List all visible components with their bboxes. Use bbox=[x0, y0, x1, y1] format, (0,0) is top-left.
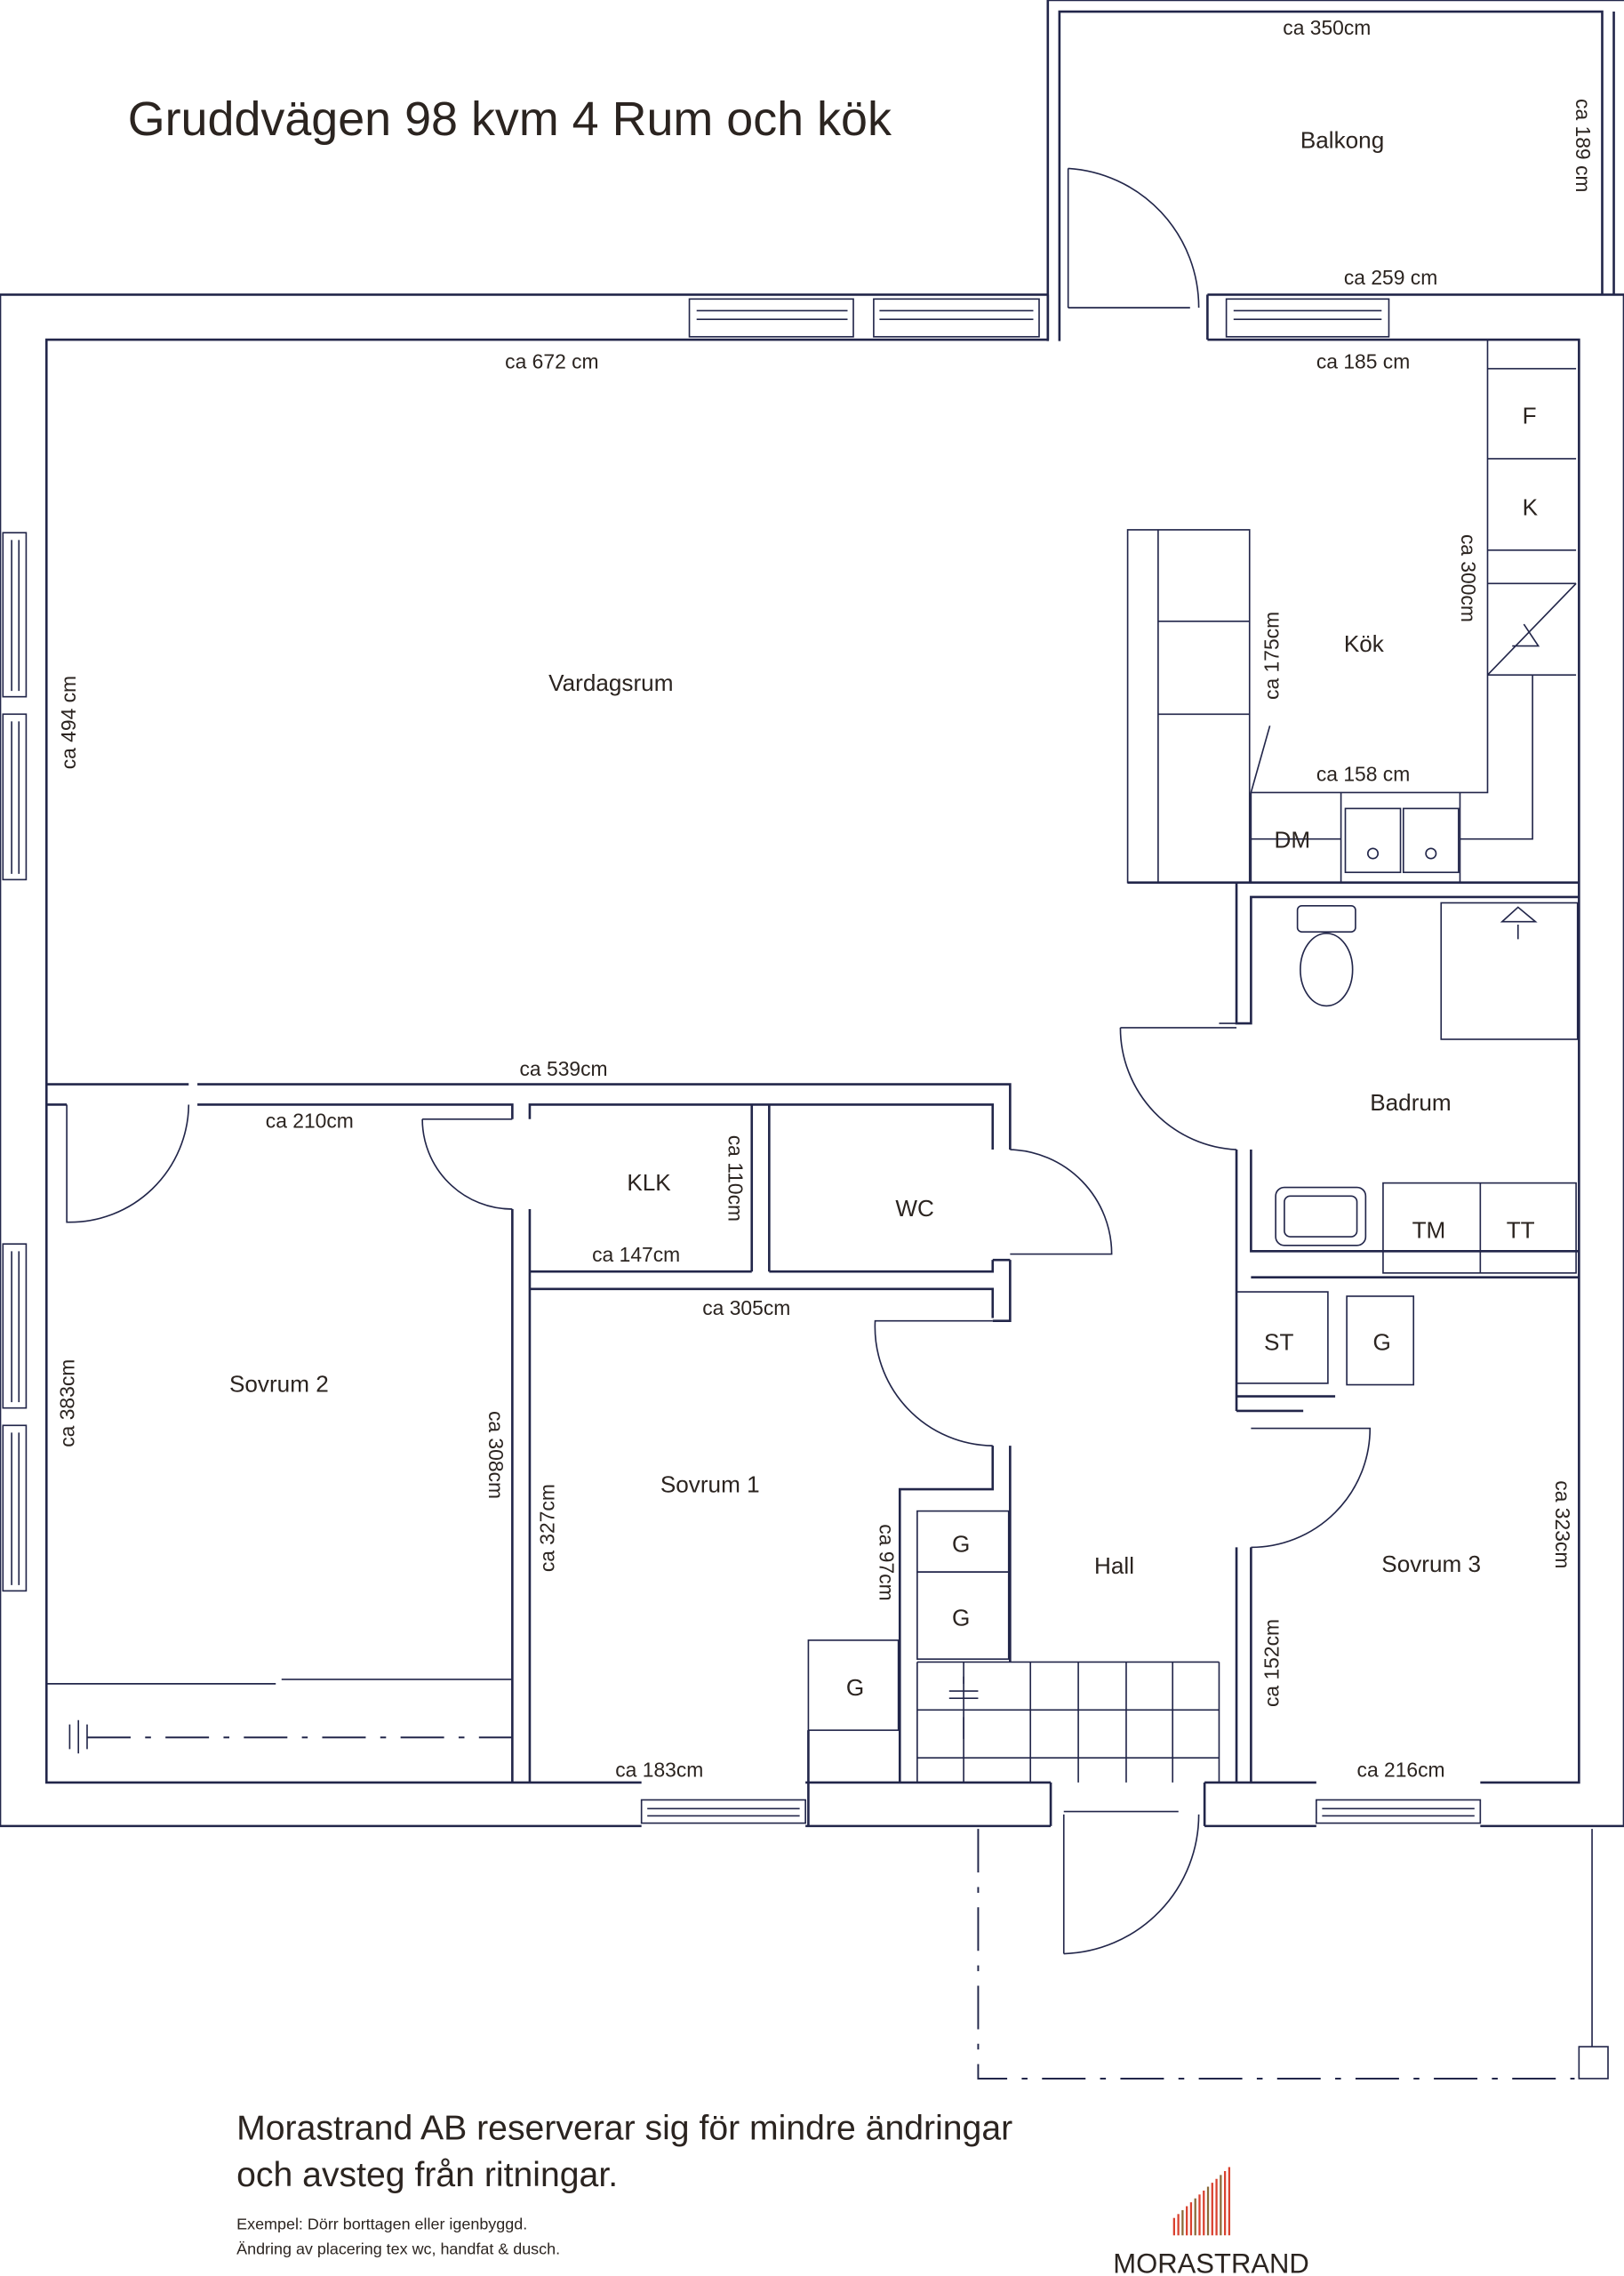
room-kok: Kök bbox=[1344, 630, 1385, 657]
fixture-g: G bbox=[952, 1605, 970, 1631]
dim-label: ca 300cm bbox=[1457, 534, 1480, 622]
entrance bbox=[977, 1810, 1609, 2080]
bathroom bbox=[1119, 881, 1580, 1413]
disclaimer-line2: och avsteg från ritningar. bbox=[236, 2156, 618, 2194]
dim-label: ca 189 cm bbox=[1572, 99, 1595, 192]
fixture-tt: TT bbox=[1507, 1217, 1535, 1244]
room-hall: Hall bbox=[1094, 1552, 1134, 1579]
dim-label: ca 183cm bbox=[615, 1758, 703, 1781]
interior-walls bbox=[46, 1083, 1372, 1826]
disclaimer-line1: Morastrand AB reserverar sig för mindre … bbox=[236, 2110, 1012, 2148]
fixture-g: G bbox=[846, 1674, 864, 1701]
dim-label: ca 327cm bbox=[536, 1484, 559, 1572]
example-line2: Ändring av placering tex wc, handfat & d… bbox=[236, 2240, 560, 2258]
room-sovrum1: Sovrum 1 bbox=[660, 1471, 760, 1497]
dim-label: ca 672 cm bbox=[505, 350, 598, 373]
dim-label: ca 216cm bbox=[1357, 1758, 1445, 1781]
dim-label: ca 152cm bbox=[1260, 1619, 1283, 1707]
logo-text: MORASTRAND bbox=[1113, 2248, 1309, 2276]
example-line1: Exempel: Dörr borttagen eller igenbyggd. bbox=[236, 2216, 527, 2233]
room-labels: Balkong Vardagsrum Kök Badrum KLK WC Sov… bbox=[229, 127, 1539, 1701]
fixture-tm: TM bbox=[1412, 1217, 1446, 1244]
dim-label: ca 494 cm bbox=[57, 676, 80, 769]
dim-label: ca 147cm bbox=[592, 1243, 680, 1266]
morastrand-logo bbox=[1172, 2167, 1231, 2236]
kitchen bbox=[1126, 340, 1577, 884]
fixture-k: K bbox=[1523, 494, 1539, 521]
windows bbox=[2, 298, 1482, 1824]
balcony bbox=[1046, 0, 1624, 341]
fixture-dm: DM bbox=[1275, 826, 1311, 853]
dim-label: ca 158 cm bbox=[1316, 762, 1410, 785]
fixture-g: G bbox=[1373, 1328, 1391, 1355]
dim-label: ca 350cm bbox=[1283, 16, 1371, 39]
dim-label: ca 383cm bbox=[55, 1359, 78, 1447]
room-sovrum2: Sovrum 2 bbox=[229, 1371, 329, 1398]
balcony-door bbox=[1067, 167, 1200, 309]
dim-label: ca 323cm bbox=[1551, 1480, 1574, 1568]
fixture-f: F bbox=[1523, 403, 1537, 429]
fixture-g: G bbox=[952, 1530, 970, 1557]
dim-label: ca 539cm bbox=[520, 1057, 608, 1080]
room-sovrum3: Sovrum 3 bbox=[1381, 1551, 1481, 1577]
dim-label: ca 308cm bbox=[484, 1411, 508, 1499]
room-vardagsrum: Vardagsrum bbox=[548, 669, 673, 696]
outer-walls bbox=[0, 293, 1624, 1828]
dim-label: ca 97cm bbox=[875, 1524, 898, 1600]
dim-label: ca 210cm bbox=[266, 1110, 354, 1133]
fixture-st: ST bbox=[1264, 1328, 1293, 1355]
room-badrum: Badrum bbox=[1370, 1089, 1451, 1116]
dim-label: ca 305cm bbox=[702, 1296, 790, 1319]
room-klk: KLK bbox=[627, 1169, 671, 1196]
plan-title: Gruddvägen 98 kvm 4 Rum och kök bbox=[128, 92, 892, 146]
room-wc: WC bbox=[895, 1195, 934, 1222]
dim-label: ca 185 cm bbox=[1316, 350, 1410, 373]
dim-label: ca 259 cm bbox=[1344, 266, 1437, 289]
room-balkong: Balkong bbox=[1300, 127, 1384, 154]
dimension-labels: ca 350cm ca 189 cm ca 259 cm ca 672 cm c… bbox=[55, 16, 1595, 1781]
dim-label: ca 175cm bbox=[1260, 612, 1283, 700]
dim-label: ca 110cm bbox=[724, 1135, 748, 1222]
